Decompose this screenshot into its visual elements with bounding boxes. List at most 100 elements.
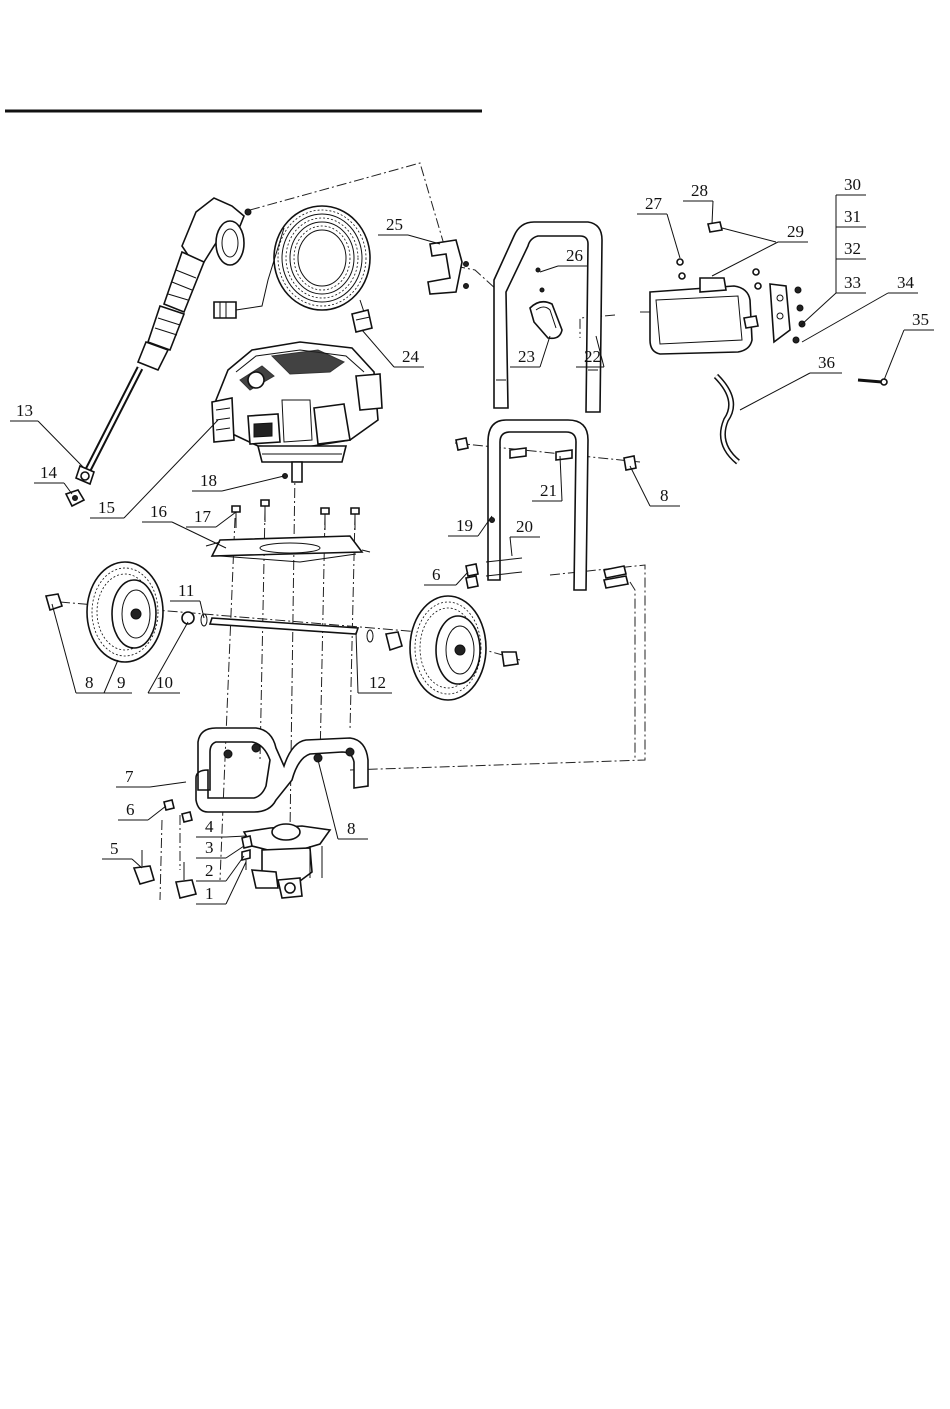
part-label-text: 33 [844,273,861,292]
part-label: 1 [196,862,246,904]
part-label-text: 4 [205,817,214,836]
part-label-text: 18 [200,471,217,490]
part-label-text: 6 [126,800,135,819]
leader-line [408,235,440,244]
part-label-text: 2 [205,861,214,880]
part-label-text: 10 [156,673,173,692]
part-label-text: 34 [897,273,915,292]
feet-5 [134,800,196,898]
part-label: 6 [424,565,468,585]
part-label: 14 [34,463,72,494]
part-label: 7 [116,767,186,787]
part-label-text: 27 [645,194,663,213]
part-label-text: 16 [150,502,167,521]
part-label-text: 21 [540,481,557,500]
leader-line [740,373,810,410]
leader-line [124,420,218,518]
engine-plate-16 [206,536,370,562]
part-labels: 1234566788891011121314151617181920212223… [10,175,934,904]
part-label-text: 36 [818,353,835,372]
part-label-text: 24 [402,347,420,366]
part-label: 31 [836,207,866,227]
part-label: 30 [836,175,866,195]
part-label-text: 9 [117,673,126,692]
part-label-text: 29 [787,222,804,241]
leader-line [356,632,358,693]
part-label-text: 32 [844,239,861,258]
part-label-text: 8 [660,486,669,505]
part-label: 13 [10,401,84,468]
part-label: 9 [104,660,132,693]
part-label: 28 [683,181,713,224]
part-label-text: 6 [432,565,441,584]
leader-line [800,293,836,326]
part-label: 18 [192,471,284,491]
leader-line [226,856,244,881]
leader-line [540,266,558,272]
part-label-text: 19 [456,516,473,535]
leader-line [148,806,166,820]
part-label-text: 8 [85,673,94,692]
part-label-text: 28 [691,181,708,200]
hose-36 [716,376,738,462]
leader-line [362,330,394,367]
part-label-text: 13 [16,401,33,420]
leader-line [712,242,778,276]
part-label: 16 [142,502,226,548]
part-label: 20 [510,517,540,556]
spray-gun [138,198,251,370]
part-label-text: 23 [518,347,535,366]
leader-line [226,862,246,904]
part-label: 17 [186,507,236,527]
part-label-text: 25 [386,215,403,234]
part-label: 33 [800,273,866,326]
part-label-text: 3 [205,838,214,857]
part-label-text: 17 [194,507,212,526]
leader-line [150,782,186,787]
leader-line [802,293,888,342]
wheel-left-9 [87,562,163,662]
part-label-text: 30 [844,175,861,194]
hook-23 [530,302,562,339]
wheel-right [410,596,486,700]
part-label-text: 1 [205,884,214,903]
part-label-text: 5 [110,839,119,858]
leader-line [38,421,84,468]
leader-line [560,456,562,501]
lower-frame-7 [196,728,368,812]
leader-line [226,836,246,837]
pin-35 [858,379,887,385]
part-label: 12 [356,632,392,693]
leader-line [510,537,512,556]
part-label: 32 [836,239,866,259]
nozzle-cap-14 [66,490,84,506]
part-label: 25 [378,215,440,244]
part-label: 29 [712,222,808,276]
leader-line [540,336,550,367]
part-label-text: 15 [98,498,115,517]
part-label: 5 [102,839,142,868]
pump-1 [242,824,330,898]
part-label-text: 14 [40,463,58,482]
part-label: 19 [448,516,492,536]
part-label-text: 26 [566,246,583,265]
part-label-text: 8 [347,819,356,838]
part-label-text: 35 [912,310,929,329]
handle-19 [488,420,588,590]
leader-line [64,483,72,494]
part-label-text: 22 [584,347,601,366]
leader-line [52,604,76,693]
part-label-text: 7 [125,767,134,786]
leader-line [222,476,284,491]
part-label-text: 31 [844,207,861,226]
leader-line [104,660,118,693]
leader-line [667,214,680,258]
part-label: 24 [362,330,424,367]
leader-line [630,466,650,506]
engine-15 [212,342,382,482]
part-label: 36 [740,353,842,410]
leader-line [318,760,338,839]
leader-line [216,512,236,527]
part-label: 8 [630,466,680,506]
